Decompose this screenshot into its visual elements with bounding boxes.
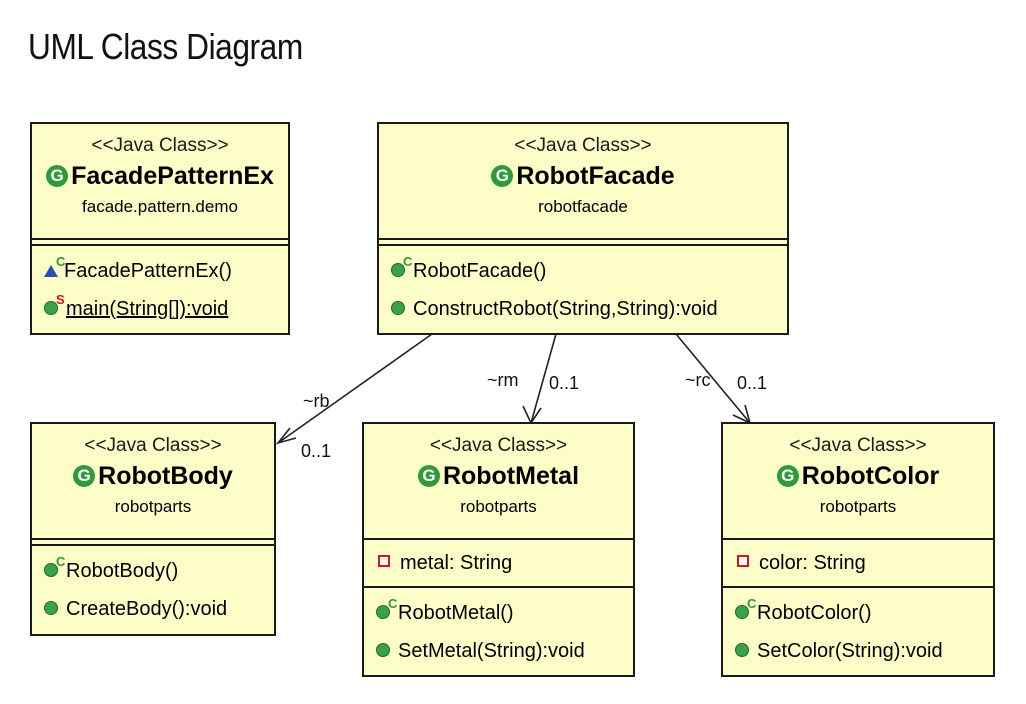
public-method-icon [735, 605, 749, 619]
public-method-icon [44, 301, 58, 315]
public-method-icon [44, 563, 58, 577]
compartment-divider [379, 238, 787, 246]
role-label-rm: ~rm [487, 370, 519, 390]
public-method-icon [44, 601, 58, 615]
stereotype-label: <<Java Class>> [789, 435, 927, 456]
constructor-icon: C [56, 554, 66, 569]
fields-compartment: color: String [723, 540, 993, 586]
constructor-icon: C [403, 254, 413, 269]
association-line-rb [277, 333, 433, 444]
package-label: facade.pattern.demo [82, 197, 238, 216]
class-icon: G [491, 165, 514, 187]
public-method-icon [391, 263, 405, 277]
class-icon: G [46, 165, 69, 187]
compartment-divider [32, 538, 274, 546]
constructor-icon: C [388, 596, 398, 611]
field-row[interactable]: metal: String [378, 544, 633, 582]
private-field-icon [737, 555, 749, 567]
association-line-rc [675, 333, 751, 424]
constructor-icon: C [747, 596, 757, 611]
compartment-divider [364, 586, 633, 588]
page-title: UML Class Diagram [28, 26, 303, 67]
public-method-icon [376, 643, 390, 657]
public-method-icon [376, 605, 390, 619]
method-row[interactable]: CreateBody():void [44, 590, 274, 628]
class-icon: G [776, 465, 799, 487]
method-row[interactable]: ConstructRobot(String,String):void [391, 290, 787, 328]
method-row[interactable]: SetColor(String):void [735, 632, 993, 670]
association-line-rm [530, 333, 557, 424]
public-method-icon [735, 643, 749, 657]
public-method-icon [391, 301, 405, 315]
compartment-divider [723, 586, 993, 588]
compartment-divider [364, 538, 633, 540]
package-label: robotfacade [538, 197, 628, 216]
constructor-icon: C [56, 254, 66, 269]
static-method-icon: S [56, 292, 65, 307]
multiplicity-label-rm: 0..1 [549, 373, 580, 393]
field-row[interactable]: color: String [737, 544, 993, 582]
multiplicity-label-rc: 0..1 [737, 373, 768, 393]
stereotype-label: <<Java Class>> [429, 435, 568, 456]
package-label: robotparts [819, 497, 897, 516]
class-icon: G [417, 465, 440, 487]
arrowhead-rm [522, 405, 542, 425]
stereotype-label: <<Java Class>> [514, 135, 652, 156]
compartment-divider [723, 538, 993, 540]
arrowhead-rb [275, 427, 297, 445]
package-label: robotparts [114, 497, 192, 516]
class-icon: G [73, 465, 96, 487]
private-field-icon [378, 555, 390, 567]
method-row[interactable]: SetMetal(String):void [376, 632, 633, 670]
package-label: robotparts [460, 497, 537, 516]
compartment-divider [32, 238, 288, 246]
role-label-rc: ~rc [685, 370, 711, 390]
role-label-rb: ~rb [303, 391, 330, 411]
fields-compartment: metal: String [364, 540, 633, 586]
stereotype-label: <<Java Class>> [91, 135, 229, 156]
package-visibility-icon [44, 265, 58, 277]
stereotype-label: <<Java Class>> [84, 435, 222, 456]
multiplicity-label-rb: 0..1 [301, 441, 332, 461]
